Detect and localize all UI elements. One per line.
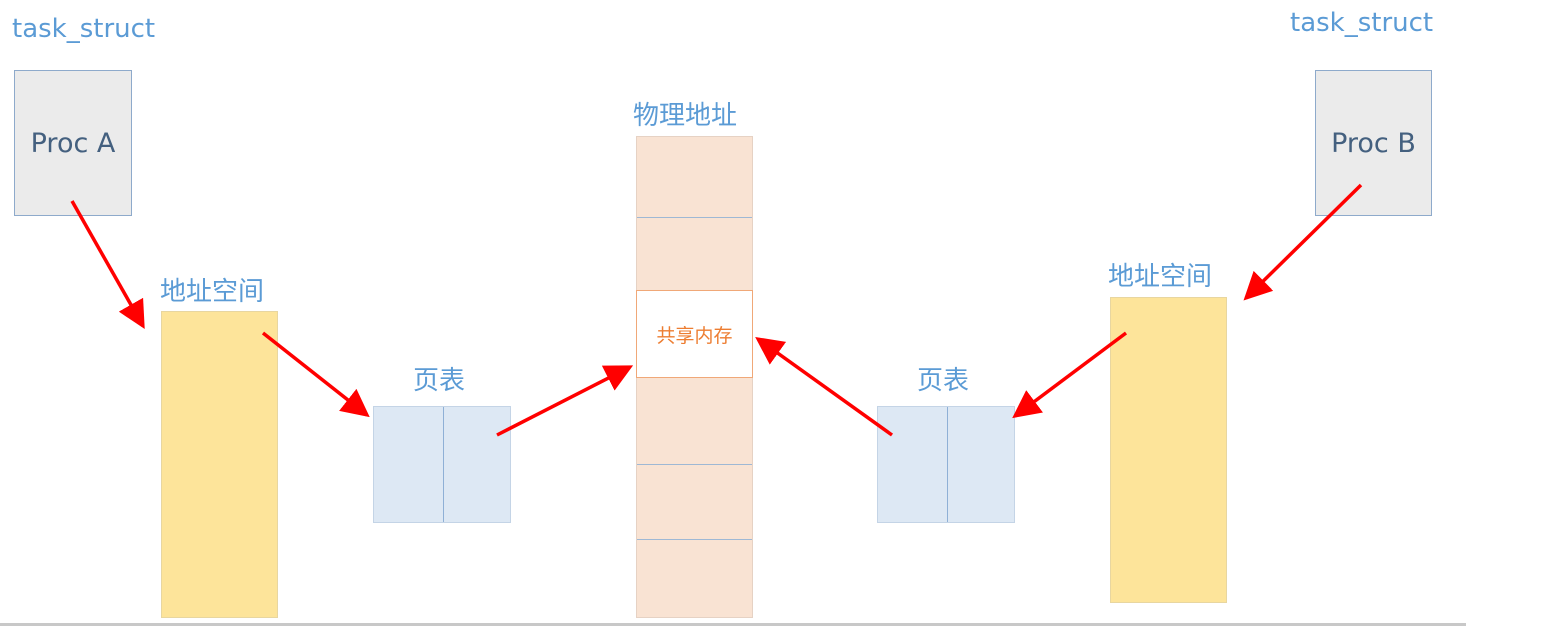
- left-page-table-box: [373, 406, 511, 523]
- left-page-table-label: 页表: [413, 366, 466, 396]
- right-page-table-label: 页表: [917, 366, 970, 396]
- proc-b-label: Proc B: [1331, 127, 1416, 159]
- right-task-struct-label: task_struct: [1290, 8, 1434, 38]
- arrow-page-table-a-to-shared: [496, 365, 634, 437]
- shared-memory-label: 共享内存: [656, 324, 733, 347]
- left-task-struct-label: task_struct: [12, 14, 156, 44]
- page-divider: [637, 464, 752, 465]
- physical-address-label: 物理地址: [633, 101, 738, 131]
- left-address-space-box: [161, 311, 278, 618]
- arrow-address-space-to-page-table-a: [261, 331, 370, 418]
- proc-a-box: Proc A: [14, 70, 132, 216]
- page-table-divider: [443, 407, 444, 522]
- page-table-divider: [947, 407, 948, 522]
- right-address-space-label: 地址空间: [1108, 262, 1213, 292]
- left-address-space-label: 地址空间: [160, 277, 265, 307]
- right-page-table-box: [877, 406, 1015, 523]
- arrow-address-space-to-page-table-b: [1012, 331, 1128, 419]
- arrow-page-table-b-to-shared: [755, 336, 894, 437]
- bottom-border: [0, 623, 1466, 626]
- arrow-proc-a-to-address-space: [70, 200, 145, 330]
- page-divider: [637, 539, 752, 540]
- proc-a-label: Proc A: [30, 127, 116, 159]
- proc-b-box: Proc B: [1315, 70, 1432, 216]
- right-address-space-box: [1110, 297, 1227, 603]
- arrow-proc-b-to-address-space: [1243, 183, 1363, 301]
- page-divider: [637, 217, 752, 218]
- shared-memory-block: 共享内存: [636, 290, 753, 378]
